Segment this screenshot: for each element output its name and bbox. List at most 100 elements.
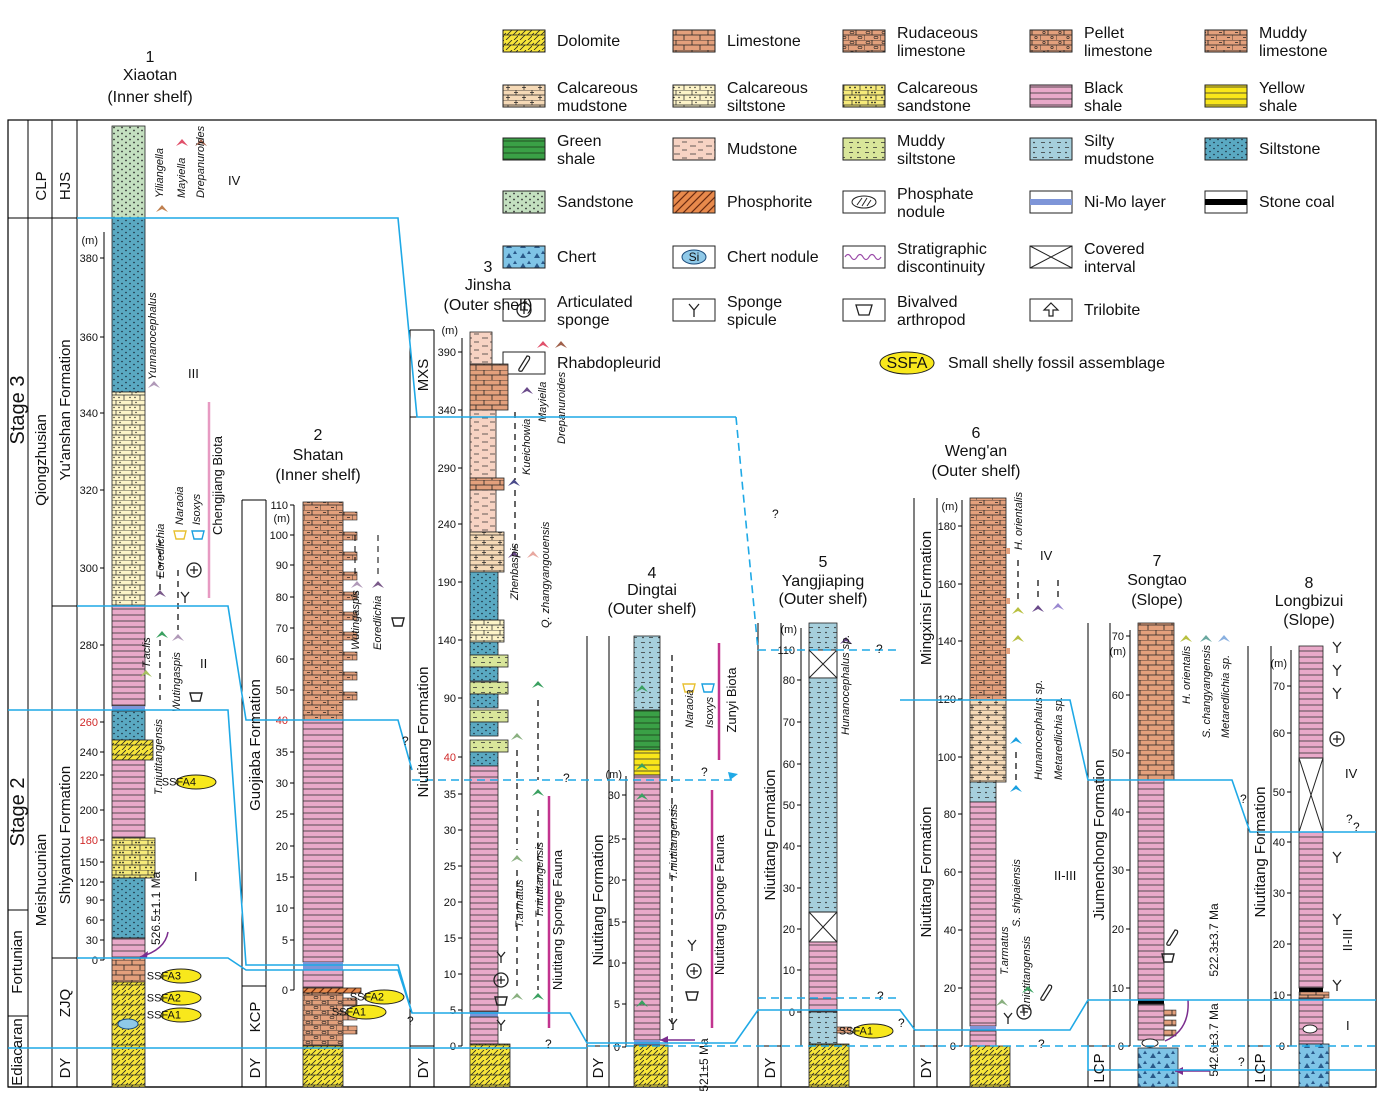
tick-label: 340 — [80, 408, 98, 420]
muddy_silt-swatch — [843, 138, 885, 160]
siltstone — [470, 642, 498, 655]
sponge-cross — [690, 967, 698, 975]
unit-jiumenchong: Jiumenchong Formation — [1091, 760, 1108, 921]
black-shale — [1299, 646, 1323, 758]
tick-label: 20 — [276, 841, 288, 853]
taxon-s-changyangensis: S. changyangensis — [1201, 645, 1213, 738]
query-mark: ? — [877, 989, 884, 1003]
trilobite-marker — [996, 999, 1008, 1006]
tick-label: 10 — [783, 965, 795, 977]
legend-item-chert_nod: SiChert nodule — [673, 246, 819, 268]
dolomite — [809, 1044, 849, 1087]
tick-label: 70 — [276, 623, 288, 635]
trilobite-marker — [532, 681, 544, 688]
legend-label-black_shale: Black — [1084, 80, 1124, 97]
mudstone — [470, 410, 496, 478]
trilobite-marker — [351, 581, 363, 588]
unit-dy4: DY — [590, 1058, 607, 1079]
muddy_lime-swatch — [1205, 30, 1247, 52]
legend-label-calc_mud: mudstone — [557, 98, 627, 115]
legend-item-dolomite: Dolomite — [503, 30, 620, 52]
tick-label: 80 — [783, 675, 795, 687]
unit-zjq: ZJQ — [57, 989, 74, 1017]
trilobite-marker — [372, 581, 384, 588]
zone-ii: II — [200, 656, 207, 671]
unit-dy2: DY — [247, 1058, 264, 1079]
rhabdo-swatch — [503, 352, 545, 374]
unit-kcp: KCP — [247, 1002, 264, 1033]
tick-label: 340 — [438, 405, 456, 417]
unit-niutitang-5: Niutitang Formation — [762, 770, 779, 901]
section-1-number: 1 — [146, 49, 155, 66]
black-shale — [970, 1031, 996, 1046]
legend-label-mudstone: Mudstone — [727, 141, 797, 158]
tick-label: 140 — [438, 635, 456, 647]
query-mark: ? — [772, 507, 779, 521]
depth-unit: (m) — [274, 513, 291, 525]
date-522: 522.3±3.7 Ma — [1207, 903, 1221, 977]
depth-unit: (m) — [1271, 658, 1288, 670]
legend-label-phosphorite: Phosphorite — [727, 194, 812, 211]
legend-label-covered: interval — [1084, 259, 1136, 276]
taxon-metaredlichia-6: Metaredlichia sp. — [1053, 697, 1065, 780]
pellet-swatch — [1030, 30, 1072, 52]
black-shale — [303, 720, 343, 962]
calc-mudstone — [470, 532, 504, 572]
section-5-name: Yangjiaping — [782, 573, 864, 590]
tick-label: 70 — [783, 717, 795, 729]
zone-i: I — [194, 869, 198, 884]
legend-item-siltstone: Siltstone — [1205, 138, 1320, 160]
depth-unit: (m) — [82, 235, 99, 247]
silty-mudstone — [809, 1012, 837, 1044]
tick-label: 20 — [608, 875, 620, 887]
taxon-naraoia-4: Naraoia — [684, 689, 696, 728]
ledge — [1006, 548, 1010, 554]
trilobite-marker — [532, 789, 544, 796]
tick-label: 30 — [783, 883, 795, 895]
ssfa-label: SSFA2 — [350, 992, 384, 1004]
tick-label: 70 — [1273, 681, 1285, 693]
legend-label-silty_mud: mudstone — [1084, 151, 1154, 168]
trilobite-marker — [508, 479, 520, 486]
black-shale — [634, 775, 660, 1040]
tick-label: 5 — [282, 935, 288, 947]
unit-niutitang-8: Niutitang Formation — [1252, 787, 1269, 918]
sponge-spicule-marker — [1004, 1013, 1012, 1024]
query-mark: ? — [545, 1037, 552, 1051]
trilobite-marker — [527, 551, 539, 558]
sponge-fauna-label-4: Niutitang Sponge Fauna — [712, 834, 727, 975]
lithology-legend: DolomiteLimestoneRudaceouslimestonePelle… — [503, 25, 1335, 374]
taxon-h-orientalis-7: H. orientalis — [1181, 645, 1193, 704]
legend-label-pellet: limestone — [1084, 43, 1153, 60]
tick-label: 30 — [444, 825, 456, 837]
green-shale — [634, 710, 660, 750]
zunyi-biota-label: Zunyi Biota — [724, 667, 739, 733]
section-3-env: (Outer shelf) — [444, 297, 533, 314]
yellow-shale — [634, 750, 660, 775]
discont-swatch — [843, 246, 885, 268]
legend-item-green_shale: Greenshale — [503, 133, 601, 168]
black-shale — [112, 760, 145, 838]
dolomite — [303, 1046, 343, 1087]
dolomite — [634, 1045, 668, 1087]
tick-label: 30 — [86, 935, 98, 947]
tick-label: 180 — [938, 521, 956, 533]
tick-label: 20 — [1112, 924, 1124, 936]
black-shale — [809, 942, 837, 1012]
trilobite-marker — [1180, 635, 1192, 642]
taxon-wutingaspis: Wutingaspis — [171, 652, 183, 712]
legend-label-silty_mud: Silty — [1084, 133, 1114, 150]
taxon-kueichowia: Kueichowia — [521, 419, 533, 475]
trilobite-marker — [511, 855, 523, 862]
legend-item-muddy_lime: Muddylimestone — [1205, 25, 1328, 60]
depth-unit: (m) — [781, 624, 798, 636]
tick-label: 240 — [80, 747, 98, 759]
dolomite — [112, 982, 145, 1048]
trilobite-marker — [176, 139, 188, 146]
tick-label: 5 — [614, 999, 620, 1011]
limestone-ledge — [1164, 1010, 1176, 1016]
legend-label-covered: Covered — [1084, 241, 1144, 258]
silty-mudstone — [809, 623, 837, 650]
